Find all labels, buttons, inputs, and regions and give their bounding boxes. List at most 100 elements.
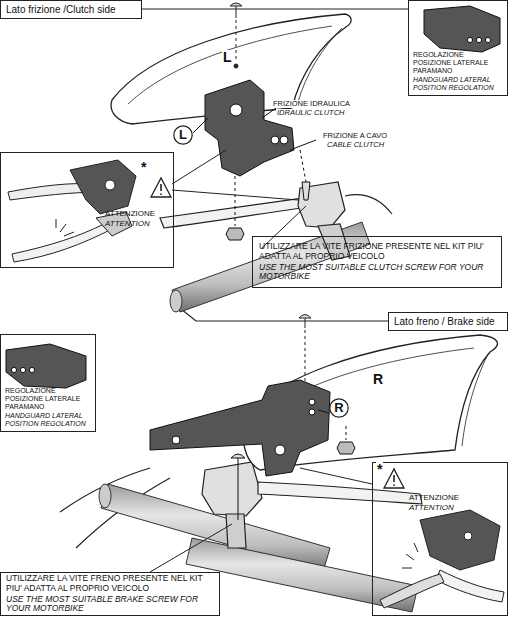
node-text: ATTENZIONE (105, 209, 169, 218)
screw-left-top (234, 64, 238, 68)
warning-triangle (393, 475, 395, 486)
inset-brake-attention-picture (380, 574, 444, 608)
handguard-left (111, 14, 351, 124)
leader-brake-note (150, 468, 372, 572)
attention-leaders (172, 150, 226, 184)
bracket-right (231, 454, 245, 458)
inset-box: REGOLAZIONE POSIZIONE LATERALE PARAMANOH… (0, 334, 96, 432)
inset-regolation-picture-bottom (11, 367, 16, 372)
bracket-right (150, 380, 330, 476)
note-box: UTILIZZARE LA VITE FRENO PRESENTE NEL KI… (0, 572, 220, 616)
inset-regolation-picture-top (476, 37, 481, 42)
node-text: UTILIZZARE LA VITE FRENO PRESENTE NEL KI… (6, 574, 214, 594)
section-tab: Lato freno / Brake side (388, 312, 508, 331)
bracket-left (235, 176, 236, 226)
inset-regolation-picture-bottom (6, 344, 86, 388)
bracket-right (238, 458, 239, 520)
screw-right-top (299, 315, 311, 319)
node-text: REGOLAZIONE POSIZIONE LATERALE PARAMANO (413, 51, 503, 75)
handguard-left (298, 28, 342, 102)
inset-regolation-picture-top (485, 37, 490, 42)
inset-brake-attention-picture (420, 510, 500, 570)
attention-leaders (172, 150, 298, 200)
handguard-right (462, 354, 488, 446)
inset-regolation-picture-top (467, 37, 472, 42)
node-text: R (334, 401, 343, 416)
callout-circle-outline (330, 399, 348, 417)
option-label: FRIZIONE A CAVO (322, 132, 388, 140)
node-text: ATTENZIONE (409, 493, 503, 502)
warning-triangle (384, 469, 404, 488)
bracket-right (337, 442, 355, 454)
brake-handlebar (99, 484, 111, 508)
bracket-right (150, 380, 355, 520)
node-subtext: HANDGUARD LATERAL POSITION REGOLATION (413, 76, 503, 92)
part-letter: R (372, 372, 384, 387)
bracket-left (205, 80, 294, 176)
screw-right-top (305, 318, 306, 328)
leader-brake-note (150, 524, 232, 572)
bracket-right (346, 426, 347, 440)
bracket-left (280, 136, 288, 144)
attention-leaders (172, 190, 298, 200)
screw-left-top (236, 20, 237, 62)
handguard-left (111, 14, 351, 124)
inset-regolation-picture-bottom (20, 367, 25, 372)
inset-box: REGOLAZIONE POSIZIONE LATERALE PARAMANOH… (408, 0, 508, 96)
bracket-left (302, 182, 310, 200)
node-subtext: ATTENTION (409, 503, 503, 512)
leader-brake-note (300, 468, 372, 484)
screw-left-top (236, 6, 237, 18)
inset-clutch-attention-picture (56, 219, 74, 236)
section-tab: Lato frizione /Clutch side (0, 0, 142, 19)
inset-regolation-picture-bottom (6, 344, 86, 388)
node-subtext: USE THE MOST SUITABLE CLUTCH SCREW FOR Y… (259, 263, 495, 283)
node-text: Lato frizione /Clutch side (6, 4, 136, 16)
brake-lever (226, 514, 246, 548)
bracket-left (226, 228, 244, 240)
warning-triangle (384, 469, 404, 488)
bracket-left (300, 150, 306, 182)
bracket-right (172, 436, 180, 444)
clutch-lever (345, 195, 392, 214)
inset-clutch-attention-picture (105, 180, 115, 190)
screw-right-top (305, 330, 306, 386)
bracket-left (262, 108, 276, 118)
inset-clutch-attention-picture (70, 160, 136, 214)
node-text: L (179, 128, 187, 143)
clutch-lever (298, 182, 345, 228)
brake-lever (202, 462, 262, 516)
node-subtext: HANDGUARD LATERAL POSITION REGOLATION (5, 412, 91, 428)
inset-box: ATTENZIONEATTENTION (0, 152, 174, 268)
brake-handlebar (99, 484, 418, 612)
bracket-right (309, 399, 315, 405)
section-lines (176, 305, 388, 321)
inset-brake-attention-picture (464, 532, 472, 540)
inset-clutch-attention-picture (12, 224, 110, 262)
option-label: IDRAULIC CLUTCH (276, 109, 346, 117)
inset-regolation-picture-bottom (29, 367, 34, 372)
warning-triangle (160, 184, 162, 195)
bracket-right (318, 410, 329, 413)
node-subtext: ATTENTION (105, 219, 169, 228)
brake-lever (202, 462, 422, 548)
inset-brake-attention-picture (402, 543, 418, 568)
part-letter: L (222, 50, 233, 65)
node-text: UTILIZZARE LA VITE FRIZIONE PRESENTE NEL… (259, 242, 495, 262)
option-label: FRIZIONE IDRAULICA (272, 100, 351, 108)
callout-circle-outline (174, 126, 192, 144)
warning-triangle (151, 178, 171, 197)
inset-regolation-picture-top (424, 6, 500, 52)
inset-regolation-picture-top (424, 6, 500, 52)
node-subtext: USE THE MOST SUITABLE BRAKE SCREW FOR YO… (6, 595, 214, 615)
screw-right-top (299, 315, 311, 387)
node-text: Lato freno / Brake side (394, 316, 502, 328)
clutch-handlebar (170, 290, 182, 312)
inset-brake-attention-picture (380, 510, 504, 608)
callout-circle: L (173, 125, 193, 145)
asterisk: * (376, 462, 383, 477)
bracket-left (290, 140, 316, 150)
option-label: CABLE CLUTCH (326, 141, 385, 149)
screw-left-top (230, 3, 242, 6)
